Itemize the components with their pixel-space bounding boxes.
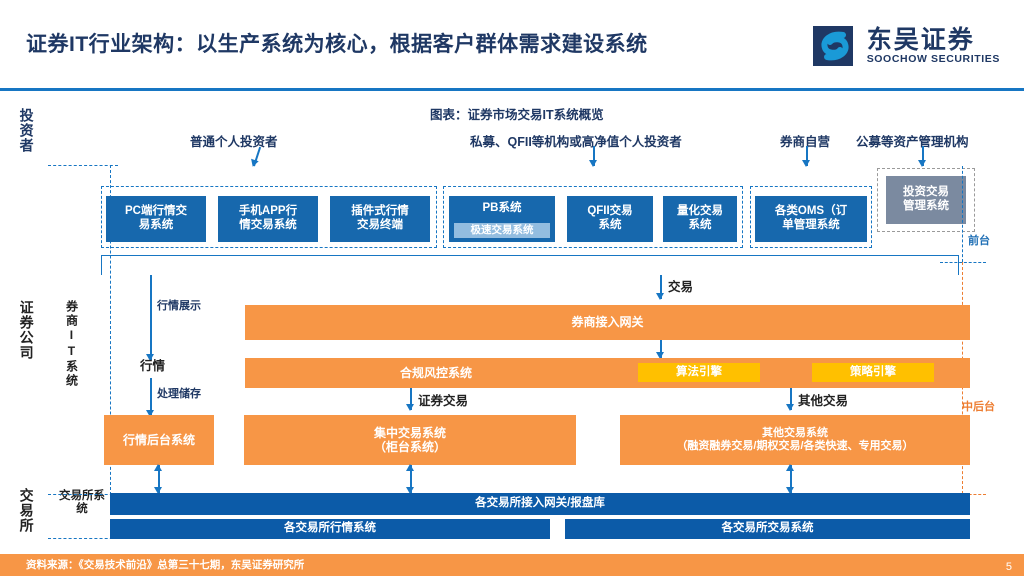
system-pc-quote-trading[interactable]: PC端行情交 易系统: [106, 196, 206, 242]
arrow-process-store: [147, 378, 154, 417]
band-divider-bottom: [48, 494, 118, 495]
logo-text-cn: 东吴证券: [866, 25, 975, 54]
audience-label-institutional: 私募、QFII等机构或高净值个人投资者: [470, 135, 682, 149]
connector-asset-mgmt: [919, 146, 926, 167]
audience-label-retail: 普通个人投资者: [190, 135, 278, 149]
band-spine-dashed: [110, 165, 111, 495]
system-investment-trading-mgmt[interactable]: 投资交易 管理系统: [886, 176, 966, 224]
system-oms[interactable]: 各类OMS（订 单管理系统: [755, 196, 867, 242]
page-number: 5: [1005, 561, 1012, 573]
algo-engine[interactable]: 算法引擎: [638, 363, 760, 382]
zone-label-front-office: 前台: [968, 235, 990, 247]
front-systems-bus: [101, 255, 959, 275]
connector-institutional: [590, 146, 597, 167]
system-pb-sub-label: 极速交易系统: [454, 223, 550, 238]
flow-label-quote: 行情: [140, 359, 166, 373]
other-trading-system[interactable]: 其他交易系统 （融资融券交易/期权交易/各类快速、专用交易）: [620, 415, 970, 465]
quote-backend-system[interactable]: 行情后台系统: [104, 415, 214, 465]
arrow-quote-backend-to-exchange: [155, 464, 162, 494]
footer-source: 资料来源：《交易技术前沿》总第三十七期，东吴证券研究所: [26, 559, 305, 571]
connector-proprietary: [803, 146, 810, 167]
zone-label-middle-back-office: 中后台: [962, 401, 995, 413]
header-divider: [0, 88, 1024, 91]
band-label-investor: 投资者: [18, 108, 35, 153]
arrow-securities-trade: [407, 388, 414, 411]
line-quote-display: [150, 275, 152, 360]
flow-label-quote-display: 行情展示: [157, 300, 201, 312]
arrow-trade-to-gateway: [657, 275, 664, 300]
audience-label-asset-mgmt: 公募等资产管理机构: [856, 135, 969, 149]
brand-logo: 东吴证券 SOOCHOW SECURITIES: [812, 24, 1000, 68]
flow-label-securities-trade: 证券交易: [418, 394, 469, 408]
strategy-engine[interactable]: 策略引擎: [812, 363, 934, 382]
band-label-securities-firm: 证券公司: [18, 300, 35, 360]
flow-label-trade: 交易: [668, 280, 694, 294]
figure-caption: 图表：证券市场交易IT系统概览: [430, 108, 604, 122]
compliance-risk-label: 合规风控系统: [400, 365, 473, 380]
band-label-exchange-system: 交易所系统: [59, 490, 105, 516]
band-label-exchange: 交易所: [18, 488, 35, 533]
zone-divider-front-vertical: [962, 166, 963, 262]
footer-band: [0, 554, 1024, 576]
group-frame-institutional: [443, 186, 743, 248]
arrow-central-to-exchange: [407, 464, 414, 494]
system-mobile-app-trading[interactable]: 手机APP行 情交易系统: [218, 196, 318, 242]
arrow-other-to-exchange: [787, 464, 794, 494]
exchange-trade-system[interactable]: 各交易所交易系统: [565, 519, 970, 539]
broker-access-gateway[interactable]: 券商接入网关: [245, 305, 970, 340]
flow-label-process-store: 处理储存: [157, 388, 201, 400]
exchange-access-gateway[interactable]: 各交易所接入网关/报盘库: [110, 493, 970, 515]
system-pb[interactable]: PB系统 极速交易系统: [449, 196, 555, 242]
group-frame-proprietary: [750, 186, 872, 248]
system-plugin-quote-terminal[interactable]: 插件式行情 交易终端: [330, 196, 430, 242]
arrow-other-trade: [787, 388, 794, 411]
audience-label-proprietary: 券商自营: [780, 135, 831, 149]
page-title: 证券IT行业架构：以生产系统为核心，根据客户群体需求建设系统: [26, 33, 648, 56]
group-frame-asset-mgmt: [877, 168, 975, 232]
exchange-quote-system[interactable]: 各交易所行情系统: [110, 519, 550, 539]
logo-text-en: SOOCHOW SECURITIES: [866, 53, 1000, 66]
system-qfii-trading[interactable]: QFII交易 系统: [567, 196, 653, 242]
arrow-gateway-to-risk: [657, 340, 664, 359]
central-trading-system[interactable]: 集中交易系统 （柜台系统）: [244, 415, 576, 465]
group-frame-retail: [101, 186, 437, 248]
flow-label-other-trade: 其他交易: [798, 394, 849, 408]
band-divider-top: [48, 165, 118, 166]
zone-divider-front-horizontal: [940, 262, 986, 263]
band-divider-exchange-bottom: [48, 538, 118, 539]
system-quant-trading[interactable]: 量化交易 系统: [663, 196, 737, 242]
soochow-logo-icon: [812, 24, 857, 68]
arrow-quote-display: [147, 320, 154, 361]
system-pb-label: PB系统: [482, 202, 522, 214]
band-label-broker-it: 券商IT系统: [64, 300, 79, 388]
